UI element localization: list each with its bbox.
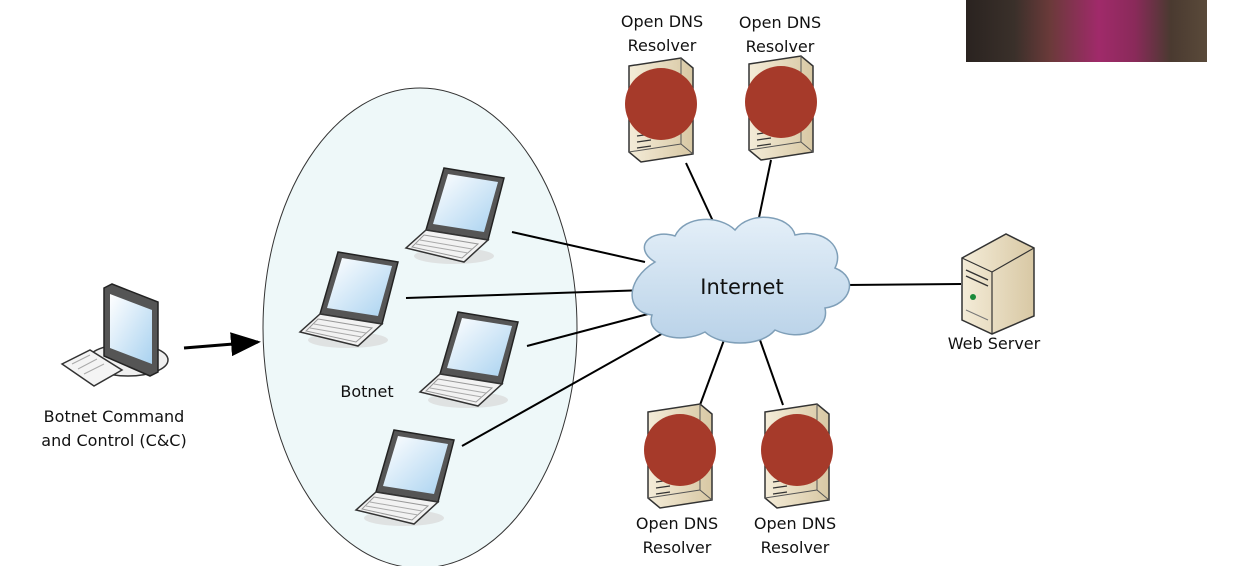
dns-resolver-icon: [624, 57, 698, 163]
web-server-label: Web Server: [947, 334, 1041, 353]
resolver-label-line2: Resolver: [745, 37, 815, 56]
botnet-label: Botnet: [340, 382, 394, 401]
resolver-label-top-left: Open DNS Resolver: [621, 10, 703, 58]
resolver-label-top-right: Open DNS Resolver: [739, 11, 821, 59]
internet-cloud: [631, 216, 851, 344]
botnet-cc-label-line1: Botnet Command: [43, 407, 185, 426]
resolver-label-bottom-left: Open DNS Resolver: [636, 512, 718, 560]
resolver-label-line2: Resolver: [760, 538, 830, 557]
dns-resolver-icon: [760, 403, 834, 509]
resolver-label-bottom-right: Open DNS Resolver: [754, 512, 836, 560]
resolver-label-line1: Open DNS: [738, 13, 822, 32]
botnet-ellipse: [262, 87, 578, 566]
resolver-label-line2: Resolver: [642, 538, 712, 557]
connection-lines: [405, 159, 962, 447]
resolver-label-line2: Resolver: [627, 36, 697, 55]
resolver-label-line1: Open DNS: [753, 514, 837, 533]
dns-resolver-icon: [744, 55, 818, 161]
cc-arrow: [183, 332, 261, 357]
resolver-label-line1: Open DNS: [635, 514, 719, 533]
botnet-cc-label: Botnet Command and Control (C&C): [41, 405, 186, 453]
webcam-overlay: [966, 0, 1207, 62]
cc-computer-icon: [60, 283, 169, 387]
internet-label: Internet: [700, 275, 784, 299]
dns-resolver-icon: [643, 403, 717, 509]
botnet-cc-label-line2: and Control (C&C): [41, 431, 187, 450]
web-server-icon: [961, 233, 1035, 335]
resolver-label-line1: Open DNS: [620, 12, 704, 31]
